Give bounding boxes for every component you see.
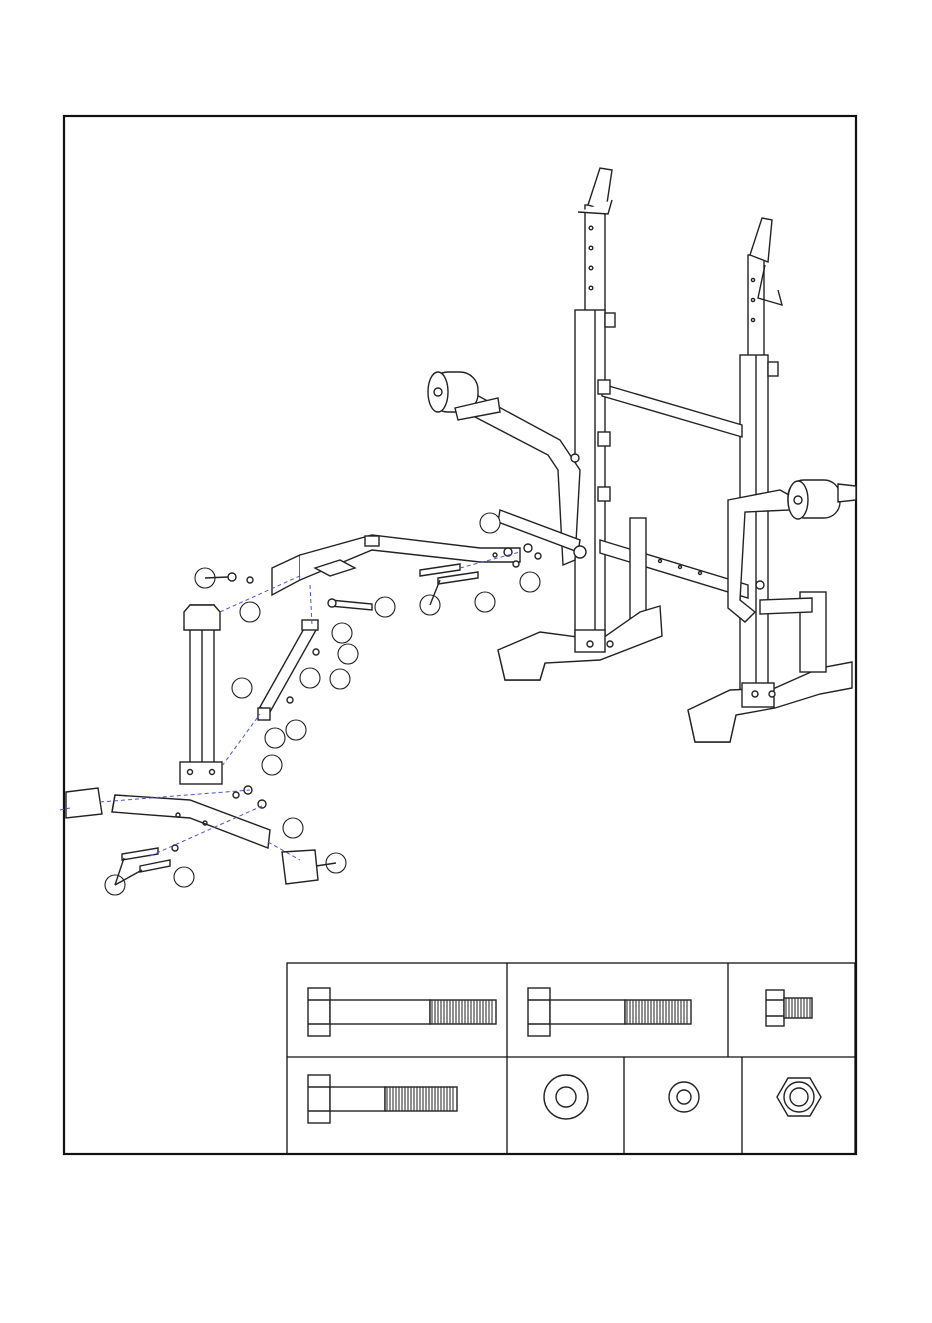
hex-bolt-icon xyxy=(308,1075,457,1123)
bench-main-frame xyxy=(272,535,520,595)
assembled-rack xyxy=(428,168,856,742)
short-hex-bolt-icon xyxy=(766,990,812,1026)
hex-nut-icon xyxy=(777,1078,821,1116)
hardware-table xyxy=(287,963,855,1154)
exploded-hardware xyxy=(122,544,541,872)
large-washer-icon xyxy=(544,1075,588,1119)
bench-upright-post xyxy=(180,605,222,784)
medium-hex-bolt-icon xyxy=(528,988,691,1036)
long-hex-bolt-icon xyxy=(308,988,496,1036)
diagram-frame xyxy=(64,116,856,1154)
bench-base-foot xyxy=(66,788,318,884)
small-washer-icon xyxy=(669,1082,699,1112)
